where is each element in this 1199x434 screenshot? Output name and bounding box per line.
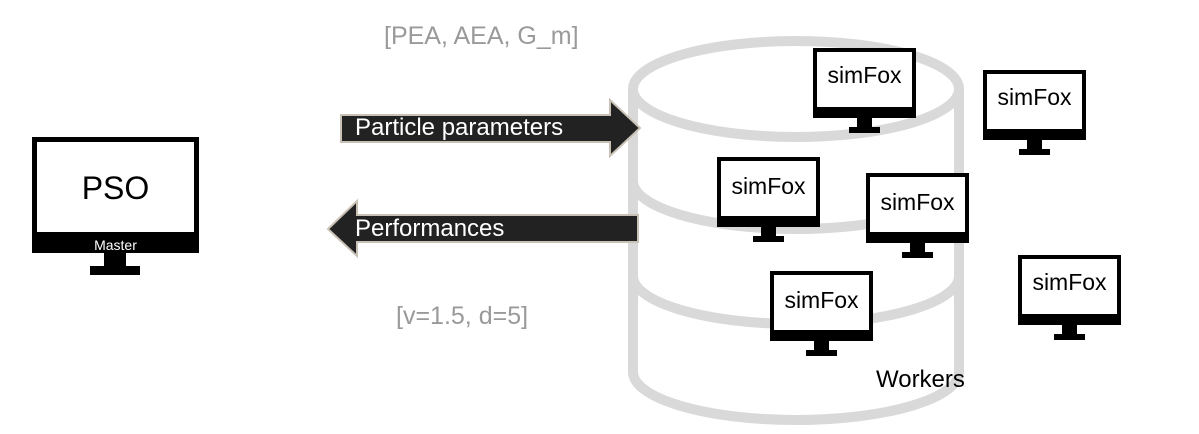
worker-screen: simFox: [813, 48, 916, 111]
worker-base: [1019, 149, 1050, 155]
worker-label: simFox: [880, 189, 955, 215]
particle-parameters-arrow: [340, 97, 642, 159]
worker-screen: simFox: [866, 173, 969, 236]
worker-computer: simFox: [983, 70, 1086, 157]
performances-label: Performances: [355, 215, 505, 242]
worker-base: [1054, 334, 1085, 340]
worker-chin: [1018, 317, 1121, 325]
particle-parameters-label: Particle parameters: [355, 114, 564, 141]
worker-chin: [866, 235, 969, 243]
worker-label: simFox: [731, 173, 806, 199]
worker-computer: simFox: [1018, 255, 1121, 342]
master-screen: PSO: [32, 137, 199, 237]
worker-chin: [717, 219, 820, 227]
worker-stand: [910, 243, 925, 253]
worker-base: [849, 127, 880, 133]
worker-label: simFox: [827, 62, 902, 88]
worker-stand: [857, 118, 872, 128]
worker-stand: [1027, 140, 1042, 150]
worker-chin: [983, 132, 1086, 140]
worker-chin: [813, 110, 916, 118]
worker-base: [806, 350, 837, 356]
worker-chin: [770, 333, 873, 341]
performance-example-note: [v=1.5, d=5]: [396, 302, 529, 330]
parameters-example-note: [PEA, AEA, G_m]: [384, 22, 579, 50]
worker-computer: simFox: [717, 157, 820, 244]
master-chin-label: Master: [32, 237, 199, 253]
worker-label: simFox: [997, 84, 1072, 110]
worker-label: simFox: [784, 287, 859, 313]
master-computer: PSO Master: [32, 137, 199, 278]
workers-caption: Workers: [876, 366, 965, 393]
worker-label: simFox: [1032, 269, 1107, 295]
master-base: [90, 266, 140, 275]
worker-computer: simFox: [813, 48, 916, 135]
worker-stand: [814, 341, 829, 351]
master-stand: [104, 253, 126, 267]
worker-screen: simFox: [1018, 255, 1121, 318]
performances-arrow: [326, 198, 639, 259]
worker-screen: simFox: [983, 70, 1086, 133]
worker-base: [753, 236, 784, 242]
worker-stand: [761, 227, 776, 237]
worker-screen: simFox: [770, 271, 873, 334]
worker-computer: simFox: [866, 173, 969, 260]
master-screen-label: PSO: [81, 170, 150, 206]
worker-screen: simFox: [717, 157, 820, 220]
worker-stand: [1062, 325, 1077, 335]
worker-base: [902, 252, 933, 258]
worker-computer: simFox: [770, 271, 873, 358]
